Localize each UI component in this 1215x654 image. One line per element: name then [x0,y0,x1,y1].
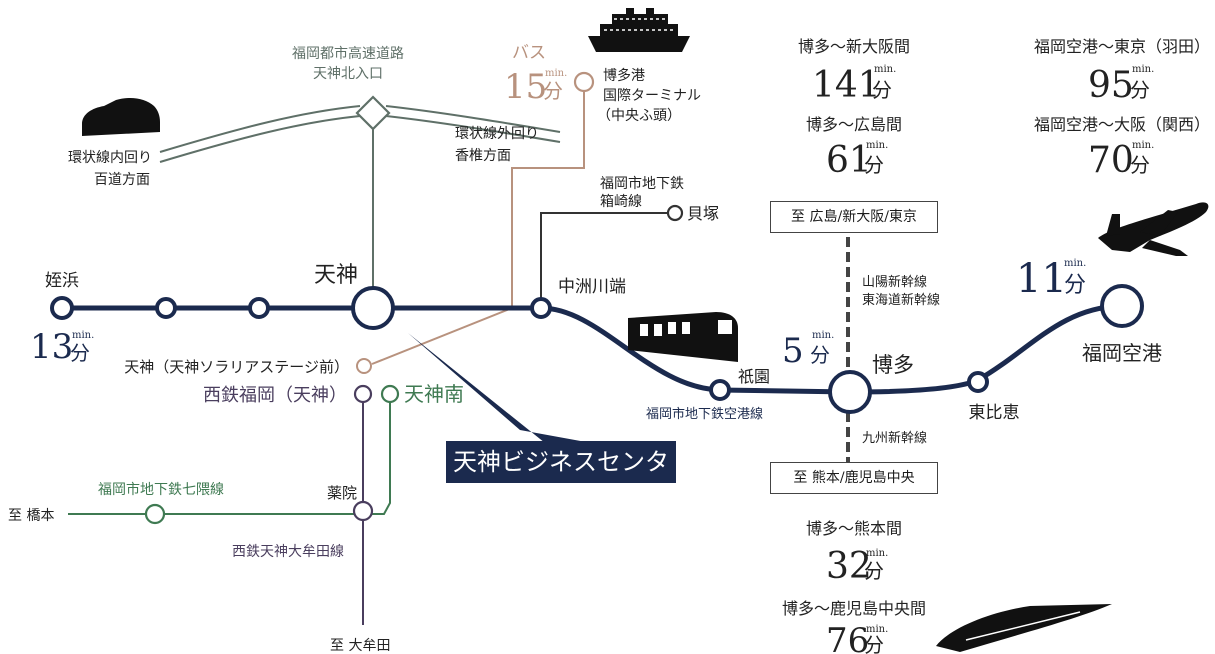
airport-station[interactable] [1100,284,1144,328]
tenjin-solaria-label: 天神（天神ソラリアステージ前） [124,358,349,376]
tt-tokyo-num: 95 [1088,65,1134,106]
hakata-port-label-3: （中央ふ頭） [597,108,681,124]
airport-line [62,303,1121,395]
tenjin-business-center-callout: 天神ビジネスセンター [446,441,676,518]
tt-kumamoto-unit: 分 [864,559,884,583]
tt-osaka-unit: 分 [872,78,892,102]
meinohama-time-num: 13 [30,327,73,367]
loop-outer-label-1: 環状線外回り [455,126,539,142]
tt-kansai-label: 福岡空港～大阪（関西） [1034,115,1210,134]
nakasu-label: 中洲川端 [558,277,626,297]
yakuin-station[interactable] [352,500,374,522]
tt-kagoshima-label: 博多～鹿児島中央間 [782,599,926,618]
tt-kumamoto-num: 32 [826,546,872,587]
hakozaki-label-1: 福岡市地下鉄 [600,175,684,192]
kaizuka-label: 貝塚 [687,204,719,223]
airport-line-label: 福岡市地下鉄空港線 [646,406,763,422]
to-hashimoto-label: 至 橋本 [8,508,54,524]
hakata-time-num: 5 [782,331,804,371]
expressway-label-1: 福岡都市高速道路 [292,45,404,62]
loop-inner-label-1: 環状線内回り [68,150,152,166]
tenjin-minami-label: 天神南 [404,382,464,406]
tt-kumamoto-label: 博多～熊本間 [806,519,902,538]
tt-hiroshima-min: min. [866,140,888,151]
hakata-port-label-2: 国際ターミナル [603,88,701,104]
tt-kagoshima-num: 76 [826,621,869,654]
airport-label: 福岡空港 [1082,341,1162,365]
destination-north-box: 至 広島/新大阪/東京 [770,201,938,233]
tt-kansai-min: min. [1132,140,1154,151]
airport-station-1[interactable] [155,297,177,319]
expressway-label-2: 天神北入口 [313,66,383,82]
tt-hiroshima-unit: 分 [864,153,884,177]
nishitetsu-fukuoka-label: 西鉄福岡（天神） [203,385,347,406]
destination-south-box: 至 熊本/鹿児島中央 [770,462,938,494]
hakata-time-unit: 分 [810,343,830,367]
bus-route [371,91,585,365]
hakozaki-line [540,212,668,308]
loop-inner-label-2: 百道方面 [94,172,150,188]
tenjin-station[interactable] [351,286,395,330]
tt-kumamoto-min: min. [866,548,888,559]
tt-osaka-label: 博多～新大阪間 [798,37,910,56]
tenjin-minami-station[interactable] [380,384,400,404]
tt-tokyo-unit: 分 [1130,78,1150,102]
bus-time-num: 15 [504,67,547,107]
loop-outer-label-2: 香椎方面 [455,148,511,164]
to-omuta-label: 至 大牟田 [330,638,390,654]
omuta-line-label: 西鉄天神大牟田線 [232,544,344,560]
meinohama-station[interactable] [50,296,74,320]
yakuin-label: 薬院 [327,484,357,502]
gion-station[interactable] [709,379,731,401]
bus-time-min: min. [545,68,567,79]
tt-hiroshima-num: 61 [826,140,872,181]
airplane-icon [1098,202,1209,256]
meinohama-time-min: min. [72,330,94,341]
kyushu-line-label: 九州新幹線 [862,430,927,446]
nakasu-station[interactable] [530,297,552,319]
tt-tokyo-min: min. [1132,64,1154,75]
hakata-station[interactable] [828,370,872,414]
bus-time-unit: 分 [543,79,563,103]
tt-osaka-min: min. [874,64,896,75]
kaizuka-station[interactable] [666,204,684,222]
hakozaki-label-2: 箱崎線 [600,194,642,210]
expressway-lines [159,105,561,290]
tenjin-label: 天神 [314,263,358,288]
tt-hiroshima-label: 博多～広島間 [806,115,902,134]
tt-kagoshima-min: min. [866,624,888,635]
shinkansen-train-icon [936,604,1112,652]
meinohama-label: 姪浜 [45,271,79,291]
airport-time-num: 11 [1016,256,1067,302]
tt-tokyo-label: 福岡空港～東京（羽田） [1034,37,1210,56]
hakata-port-label-1: 博多港 [603,67,645,84]
hakata-time-min: min. [812,330,834,341]
higashihie-label: 東比恵 [969,403,1020,423]
airport-station-2[interactable] [248,297,270,319]
sanyo-label-1: 山陽新幹線 [862,274,927,290]
airport-time-min: min. [1064,258,1086,269]
gion-label: 祇園 [738,367,770,386]
hakata-label: 博多 [872,353,914,377]
hakata-port-stop[interactable] [573,71,595,93]
bus-label: バス [512,43,546,63]
meinohama-time-unit: 分 [70,341,90,365]
tt-kansai-unit: 分 [1130,153,1150,177]
tt-osaka-num: 141 [812,65,881,106]
nanakuma-label: 福岡市地下鉄七隈線 [98,481,224,498]
nanakuma-station[interactable] [144,503,166,525]
tt-kagoshima-unit: 分 [864,633,884,654]
airport-time-unit: 分 [1064,273,1086,298]
ship-icon [588,8,690,52]
tt-kansai-num: 70 [1088,140,1134,181]
nishitetsu-fukuoka-station[interactable] [353,384,373,404]
sanyo-label-2: 東海道新幹線 [862,292,940,308]
expressway-junction [355,95,391,131]
nanakuma-line [68,402,391,515]
higashihie-station[interactable] [967,371,989,393]
tenjin-solaria-stop[interactable] [356,358,372,374]
car-icon [82,98,160,136]
subway-train-icon [628,312,738,362]
